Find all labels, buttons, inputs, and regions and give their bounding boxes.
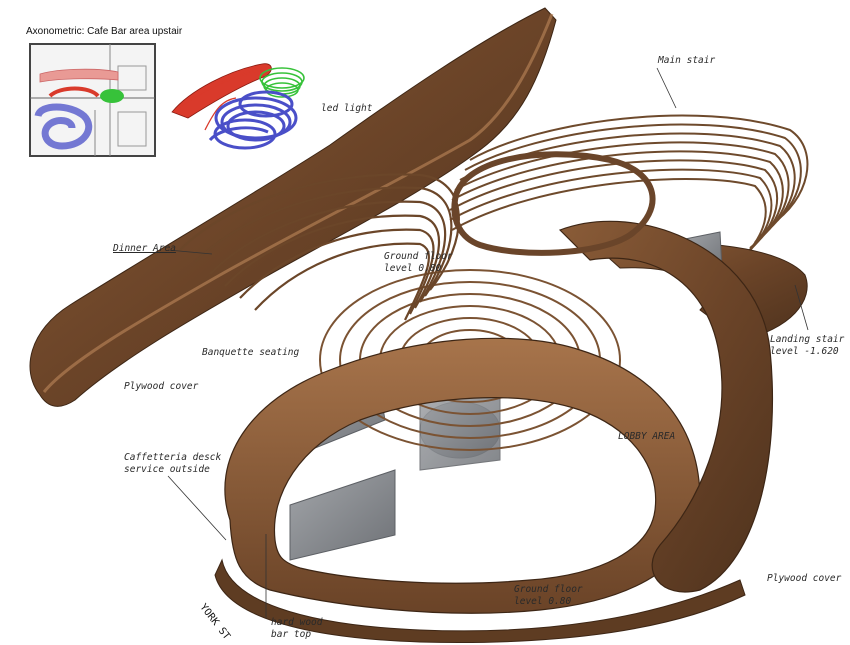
label-plywood-cover-right: Plywood cover [767,573,842,584]
inset-floor-plan [29,43,156,157]
label-caffetteria-line1: Caffetteria desck [124,452,222,463]
label-hardwood-line2: bar top [271,629,312,640]
front-wood-band [214,558,746,643]
plywood-cover-left-top [42,13,554,393]
right-wood-curl [558,220,774,593]
label-banquette-seating: Banquette seating [202,347,300,358]
label-ground-floor-top-line1: Ground floor [384,251,453,262]
label-lobby-area: LOBBY AREA [618,431,676,442]
label-ground-floor-bottom-line2: level 0.80 [514,596,572,607]
dinner-area-ribs [179,173,460,321]
diagram-title: Axonometric: Cafe Bar area upstair [26,26,183,37]
inset-3d-model [171,63,305,150]
label-landing-stair-line2: level -1.620 [770,346,839,357]
plywood-cover-left [29,7,557,407]
label-plywood-cover-left: Plywood cover [124,381,199,392]
main-stair-ribs [449,114,809,267]
label-landing-stair-line1: Landing stair [770,334,845,345]
upper-stair-oval [451,151,656,256]
label-ground-floor-bottom-line1: Ground floor [514,584,583,595]
lower-wood-loop [224,337,701,614]
label-caffetteria-line2: service outside [124,464,210,475]
leader-lines [167,67,809,618]
label-main-stair: Main stair [658,55,716,66]
label-ground-floor-top-line2: level 0.80 [384,263,442,274]
label-hardwood-line1: hard wood [271,617,323,628]
label-led-light: led light [321,103,373,114]
label-dinner-area: Dinner Area [113,243,176,254]
